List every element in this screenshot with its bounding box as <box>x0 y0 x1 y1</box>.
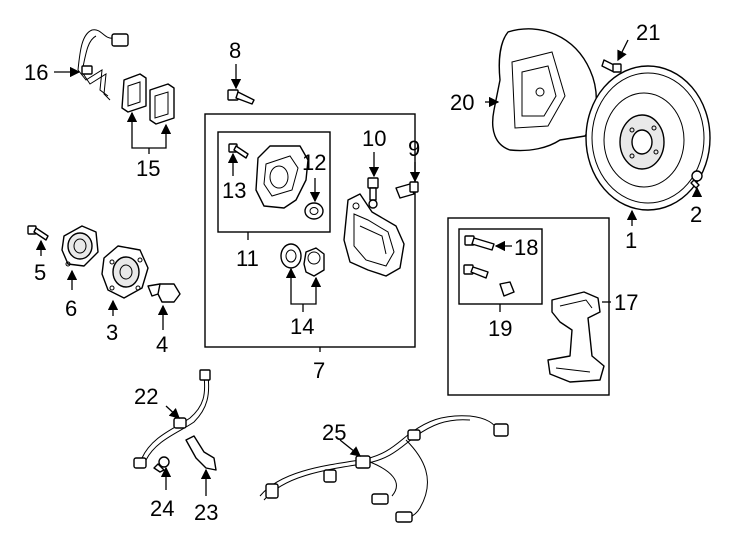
callout-4: 4 <box>156 332 168 357</box>
sensor-harness[interactable] <box>259 415 509 523</box>
callout-10: 10 <box>362 126 386 151</box>
callout-25: 25 <box>322 420 346 445</box>
callout-19: 19 <box>488 316 512 341</box>
callout-8: 8 <box>229 38 241 63</box>
caliper-bolt[interactable] <box>227 89 255 105</box>
shield-bolt[interactable] <box>601 59 622 73</box>
callout-3: 3 <box>106 320 118 345</box>
piston-seal[interactable] <box>304 202 324 220</box>
callout-labels: 1 2 3 4 5 6 7 8 9 10 11 12 13 14 15 16 1… <box>24 20 702 525</box>
rotor-screw[interactable] <box>690 170 703 189</box>
callout-12: 12 <box>302 150 326 175</box>
guide-pin[interactable] <box>367 177 379 209</box>
wheel-bearing[interactable] <box>61 225 99 267</box>
axle-nut[interactable] <box>147 283 181 303</box>
leader-lines <box>35 39 703 496</box>
callout-15: 15 <box>136 156 160 181</box>
dust-shield[interactable] <box>492 28 598 152</box>
callout-7: 7 <box>313 358 325 383</box>
callout-21: 21 <box>636 20 660 45</box>
brake-rotor[interactable] <box>585 65 711 211</box>
callout-17: 17 <box>614 290 638 315</box>
callout-18: 18 <box>514 235 538 260</box>
callout-2: 2 <box>690 202 702 227</box>
piston-and-boot[interactable] <box>280 243 325 277</box>
callout-13: 13 <box>222 178 246 203</box>
caliper-housing[interactable] <box>255 145 309 209</box>
brake-caliper[interactable] <box>343 193 405 277</box>
caliper-bracket[interactable] <box>547 291 605 383</box>
bracket-bolt-upper[interactable] <box>464 235 495 251</box>
hose-bolt[interactable] <box>153 456 170 473</box>
brake-hose[interactable] <box>133 369 211 469</box>
callout-20: 20 <box>450 90 474 115</box>
bracket-assembly-box <box>447 217 610 396</box>
bracket-bolt-lower[interactable] <box>463 264 515 297</box>
caliper-assembly-box <box>204 113 416 348</box>
callout-23: 23 <box>194 500 218 525</box>
callout-5: 5 <box>34 260 46 285</box>
brake-pads[interactable] <box>121 73 175 125</box>
bearing-bolt[interactable] <box>27 225 49 241</box>
callout-9: 9 <box>408 136 420 161</box>
callout-11: 11 <box>236 246 259 271</box>
caliper-housing-box <box>217 131 331 233</box>
callout-1: 1 <box>625 228 637 253</box>
wheel-hub[interactable] <box>101 245 149 299</box>
callout-6: 6 <box>65 296 77 321</box>
callout-22: 22 <box>134 384 158 409</box>
callout-16: 16 <box>24 60 48 85</box>
callout-14: 14 <box>290 314 314 339</box>
callout-24: 24 <box>150 496 174 521</box>
wear-sensor[interactable] <box>77 29 129 101</box>
guide-bolt[interactable] <box>228 143 249 159</box>
hose-bracket[interactable] <box>185 435 217 471</box>
